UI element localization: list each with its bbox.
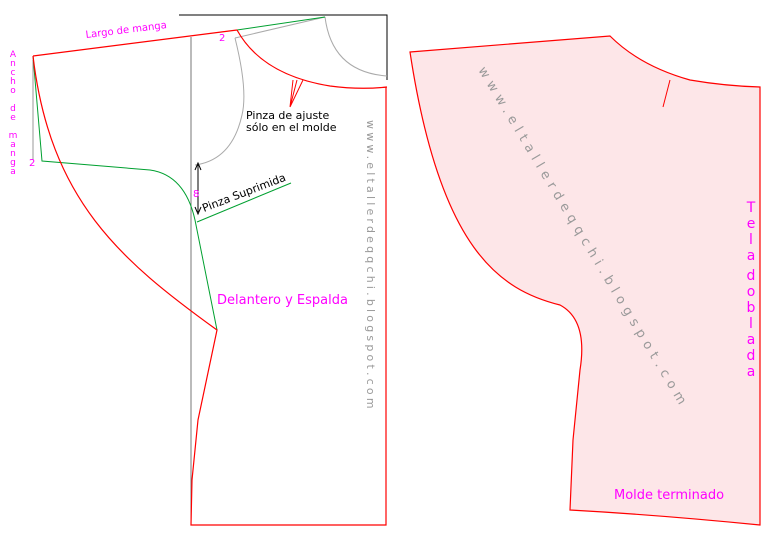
neckline-curve	[236, 29, 388, 89]
removed-dart-line	[196, 182, 292, 223]
left-watermark: www.eltallerdeqqchi.blogspot.com	[364, 120, 377, 412]
right-piece-label: Molde terminado	[614, 488, 724, 503]
fit-dart-note-line2: sólo en el molde	[246, 121, 337, 134]
fit-dart-lines	[289, 79, 304, 108]
left-pattern	[32, 14, 388, 526]
green-shoulder-line	[236, 16, 326, 31]
original-shoulder-line	[234, 16, 326, 39]
fold-label-line1: Tela	[743, 200, 759, 264]
fold-label-line2: doblada	[743, 268, 759, 380]
green-sleeve-guide	[32, 55, 218, 331]
original-armhole-curve	[194, 37, 245, 166]
removed-dart-label: Pinza Suprimida	[200, 171, 287, 215]
underarm-side-seam	[32, 55, 387, 526]
sleeve-length-label: Largo de manga	[85, 20, 167, 41]
fit-dart-note-line1: Pinza de ajuste	[246, 109, 329, 122]
sleeve-top-line	[32, 29, 238, 57]
right-pattern	[409, 35, 761, 526]
mark-top: 2	[219, 33, 225, 44]
dart-measure-arrow	[194, 161, 202, 216]
original-neck-curve	[324, 16, 388, 77]
mark-dart: 8	[193, 189, 199, 200]
sleeve-width-label: Ancho de manga	[8, 50, 18, 176]
shoulder-mark	[662, 79, 671, 108]
left-piece-label: Delantero y Espalda	[217, 293, 348, 308]
mark-left: 2	[29, 158, 35, 169]
fabric-piece	[409, 35, 761, 526]
reference-frame-line	[179, 14, 388, 80]
